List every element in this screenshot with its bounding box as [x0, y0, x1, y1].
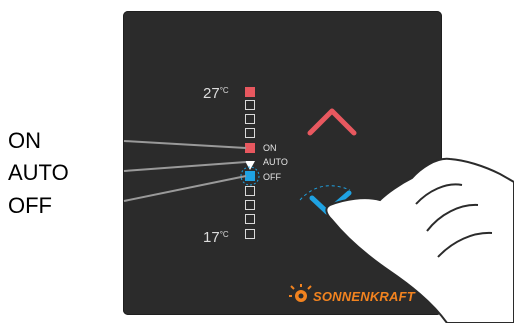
- max-temp-label: 27°C: [203, 86, 229, 101]
- mode-on-cell[interactable]: [245, 143, 255, 153]
- brand-logo: SONNENKRAFT: [313, 289, 415, 304]
- label-on: ON: [8, 130, 41, 152]
- min-temp-label: 17°C: [203, 230, 229, 245]
- mode-auto-label: AUTO: [263, 158, 288, 167]
- temp-cell[interactable]: [245, 128, 255, 138]
- temp-cell[interactable]: [245, 114, 255, 124]
- min-temp-unit: °C: [220, 230, 229, 239]
- brand-logo-text: SONNENKRAFT: [313, 289, 415, 304]
- temp-cell[interactable]: [245, 200, 255, 210]
- mode-off-label: OFF: [263, 173, 281, 182]
- temp-cell[interactable]: [245, 100, 255, 110]
- temp-cell[interactable]: [245, 186, 255, 196]
- label-off: OFF: [8, 195, 52, 217]
- label-auto: AUTO: [8, 162, 69, 184]
- temp-cell[interactable]: [245, 214, 255, 224]
- min-temp-value: 17: [203, 229, 220, 246]
- mode-off-cell[interactable]: [245, 171, 255, 181]
- max-temp-value: 27: [203, 85, 220, 102]
- temp-cell-27[interactable]: [245, 87, 255, 97]
- mode-on-label: ON: [263, 144, 277, 153]
- max-temp-unit: °C: [220, 86, 229, 95]
- auto-triangle-icon: [245, 160, 255, 170]
- mode-auto-cell[interactable]: [245, 157, 255, 167]
- temp-cell-17[interactable]: [245, 229, 255, 239]
